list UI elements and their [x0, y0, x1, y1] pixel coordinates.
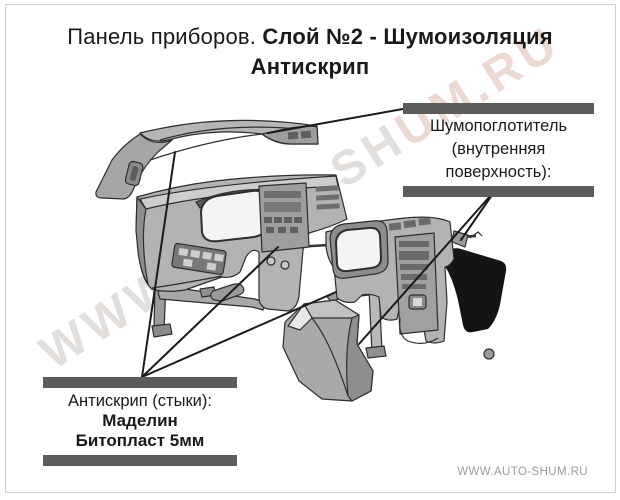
- facia-top-vents: [388, 217, 431, 231]
- callout-line-lower-console: [358, 194, 492, 345]
- callout-left-line-2: Маделин: [102, 411, 178, 430]
- screw: [483, 348, 495, 360]
- callout-line-joint-2: [141, 246, 279, 378]
- callout-bar-top: [403, 103, 594, 114]
- switch-panel: [171, 242, 227, 276]
- cluster-opening: [200, 189, 269, 243]
- callout-sound-absorber-text: Шумопоглотитель (внутренняя поверхность)…: [403, 114, 594, 186]
- side-vents: [315, 185, 340, 210]
- site-url: WWW.AUTO-SHUM.RU: [457, 466, 588, 478]
- lower-console-piece: [282, 299, 374, 402]
- facia-cluster-opening: [335, 226, 382, 273]
- callout-sound-absorber: Шумопоглотитель (внутренняя поверхность)…: [403, 103, 594, 197]
- title-bold: Слой №2 - Шумоизоляция: [262, 24, 553, 49]
- button-rows: [264, 217, 302, 233]
- callout-left-line-1: Антискрип (стыки):: [68, 392, 212, 410]
- callout-bar-bottom: [403, 186, 594, 197]
- callout-line-joint-3: [141, 291, 337, 378]
- callout-left-line-3: Битопласт 5мм: [75, 431, 205, 450]
- title-line-1: Панель приборов. Слой №2 - Шумоизоляция: [0, 22, 620, 52]
- callout-right-line-3: поверхность):: [445, 163, 552, 181]
- title-line-2: Антискрип: [250, 54, 370, 79]
- soundproofing-black-piece: [444, 248, 507, 333]
- callout-line-clip: [460, 194, 493, 241]
- callout-antisqueak-text: Антискрип (стыки): Маделин Битопласт 5мм: [43, 388, 237, 455]
- callout-lines: [141, 108, 493, 378]
- cable-stick: [365, 288, 387, 359]
- right-facia-panel: [325, 216, 455, 344]
- callout-line-joint-1: [141, 151, 176, 378]
- callout-line-top-cover: [267, 108, 404, 134]
- callout-bar-bottom: [43, 455, 237, 466]
- heater-knob: [266, 256, 276, 266]
- main-dashboard-panel: [135, 174, 348, 312]
- callout-right-line-1: Шумопоглотитель: [429, 117, 568, 135]
- callout-bar-top: [43, 377, 237, 388]
- dashboard-top-cover: [95, 119, 319, 200]
- radio-slots: [264, 191, 301, 212]
- callout-right-line-2: (внутренняя: [451, 140, 546, 158]
- page-title: Панель приборов. Слой №2 - Шумоизоляция …: [0, 22, 620, 82]
- flap-vent: [124, 160, 144, 187]
- facia-stack-slots: [399, 241, 429, 289]
- callout-antisqueak: Антискрип (стыки): Маделин Битопласт 5мм: [43, 377, 237, 466]
- heater-knob: [280, 260, 290, 270]
- title-regular: Панель приборов.: [67, 24, 263, 49]
